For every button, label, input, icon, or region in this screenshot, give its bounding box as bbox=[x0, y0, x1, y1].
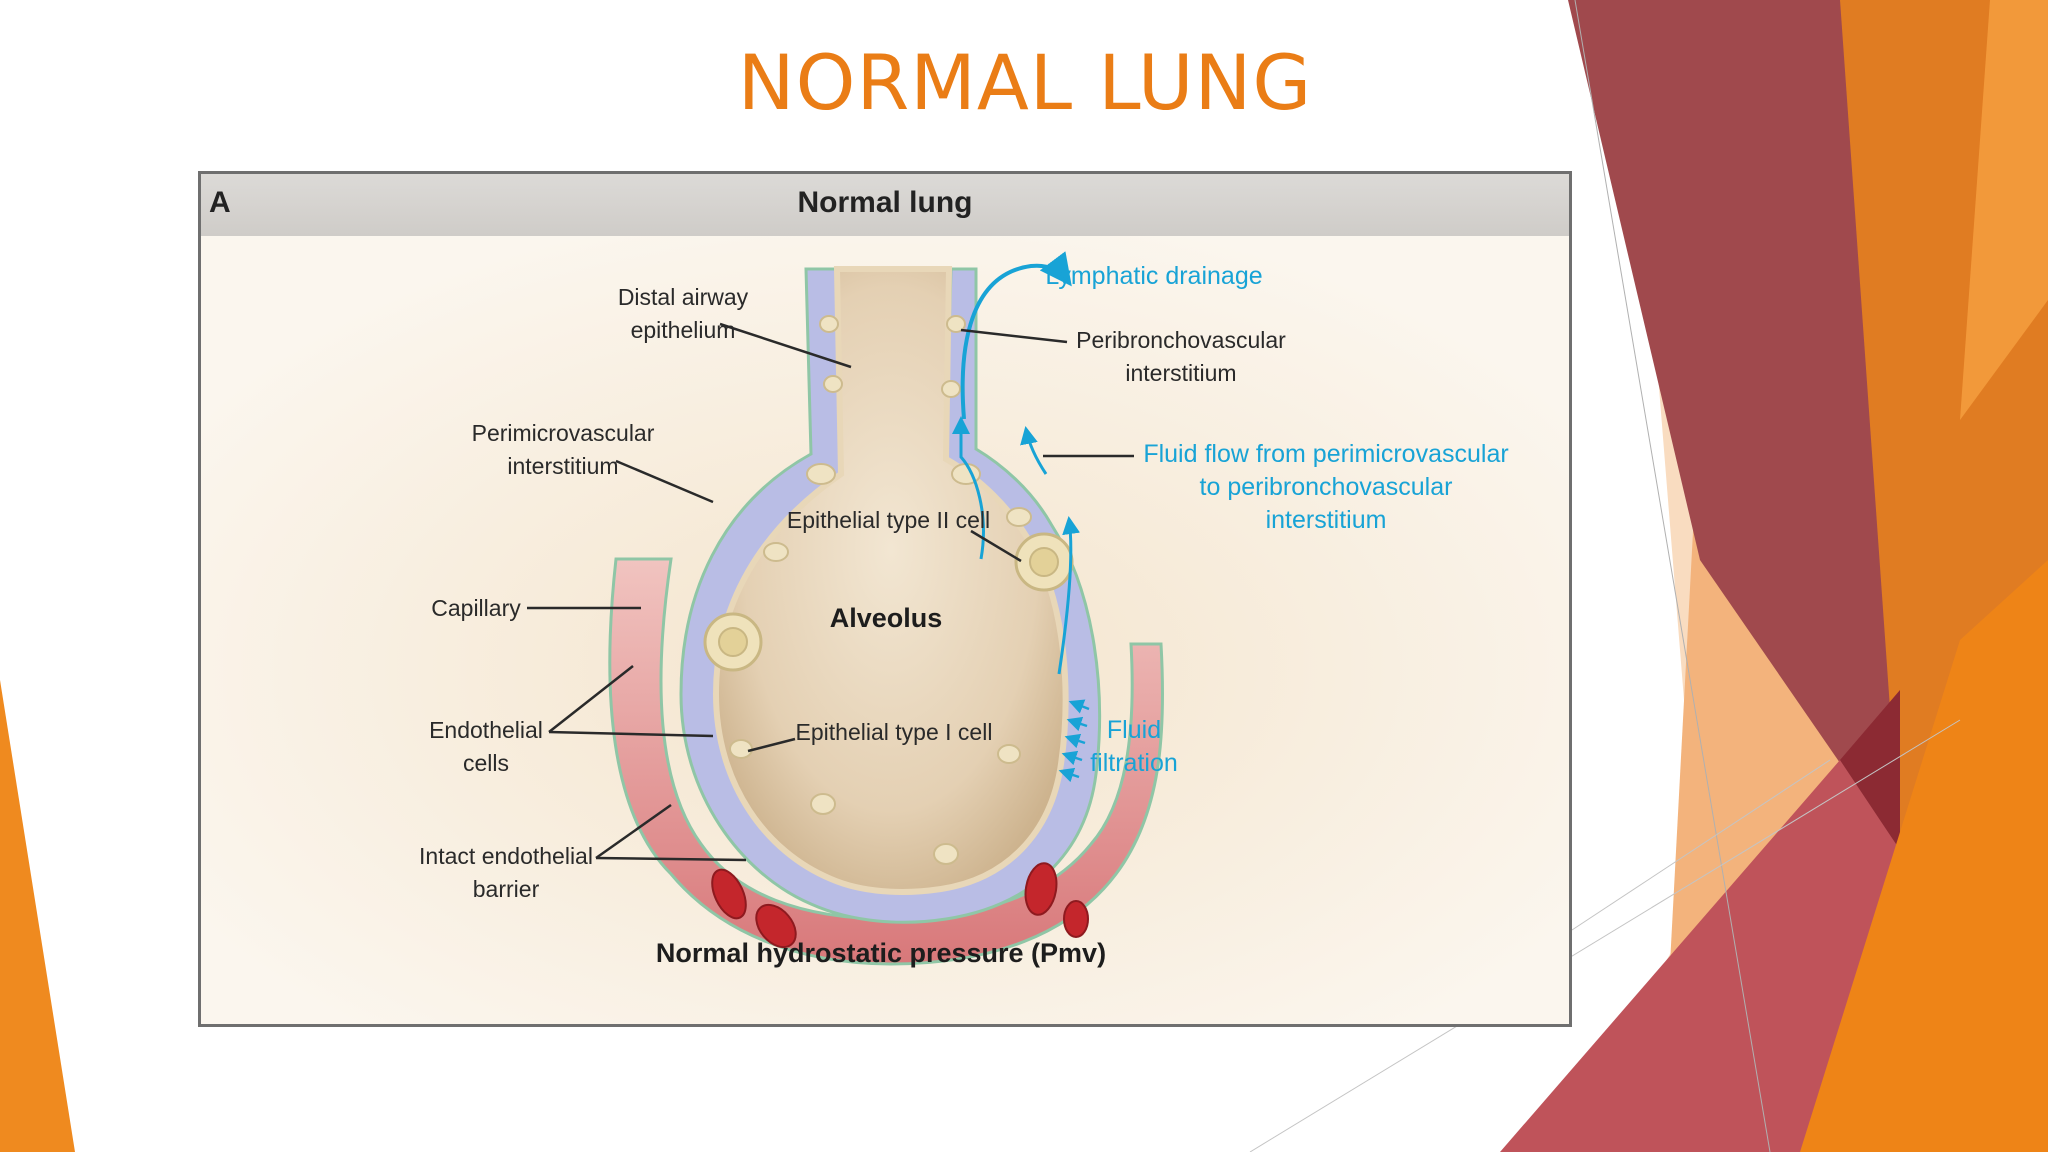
right-orange-strip bbox=[1960, 0, 2048, 420]
fluid-filtration-arrows bbox=[1058, 699, 1090, 783]
perimicrovascular-flow-arrow-upper bbox=[1020, 426, 1048, 475]
decor-line-3 bbox=[1571, 759, 1831, 931]
panel-title: Normal lung bbox=[797, 186, 973, 219]
leader-lines bbox=[527, 322, 1134, 862]
perimicrovascular-flow-arrow-lower bbox=[1057, 516, 1081, 675]
decor-line-1 bbox=[1574, 0, 1771, 1152]
label-endothelial-cells: Endothelial cells bbox=[429, 717, 543, 776]
type2-cell-right bbox=[1014, 532, 1074, 592]
figure-header: A Normal lung bbox=[201, 174, 1569, 236]
label-intact-barrier: Intact endothelial barrier bbox=[419, 843, 593, 902]
left-orange-wedge bbox=[0, 680, 75, 1152]
right-maroon-shape bbox=[1568, 0, 1900, 850]
panel-letter: A bbox=[209, 186, 231, 219]
label-capillary: Capillary bbox=[431, 595, 521, 621]
slide-title: NORMAL LUNG bbox=[737, 38, 1313, 127]
lung-figure: A Normal lung Distal airway epithelium P… bbox=[198, 171, 1572, 1027]
label-peribronchovascular: Peribronchovascular interstitium bbox=[1076, 327, 1286, 386]
label-lymphatic-drainage: Lymphatic drainage bbox=[1045, 262, 1263, 290]
decor-line-2 bbox=[1249, 719, 1961, 1152]
right-red-lower bbox=[1500, 760, 1900, 1152]
label-epithelial-type2: Epithelial type II cell bbox=[786, 507, 991, 533]
lung-illustration bbox=[201, 236, 1569, 1024]
lymphatic-drainage-arrow bbox=[960, 251, 1072, 420]
peribronchovascular-flow-arrow bbox=[952, 416, 985, 560]
right-orange-bottom bbox=[1800, 560, 2048, 1152]
label-epithelial-type1: Epithelial type I cell bbox=[795, 719, 993, 745]
label-perimicrovascular: Perimicrovascular interstitium bbox=[471, 420, 655, 479]
label-hydrostatic-pressure: Normal hydrostatic pressure (Pmv) bbox=[655, 938, 1107, 968]
type2-cell-left bbox=[703, 612, 763, 672]
label-alveolus: Alveolus bbox=[829, 603, 943, 633]
label-distal-airway: Distal airway epithelium bbox=[617, 284, 749, 343]
label-fluid-filtration: Fluid filtration bbox=[1090, 716, 1178, 777]
right-dark-red bbox=[1840, 690, 1900, 850]
label-fluid-flow: Fluid flow from perimicrovascular to per… bbox=[1143, 440, 1509, 534]
red-blood-cells bbox=[711, 862, 1089, 949]
